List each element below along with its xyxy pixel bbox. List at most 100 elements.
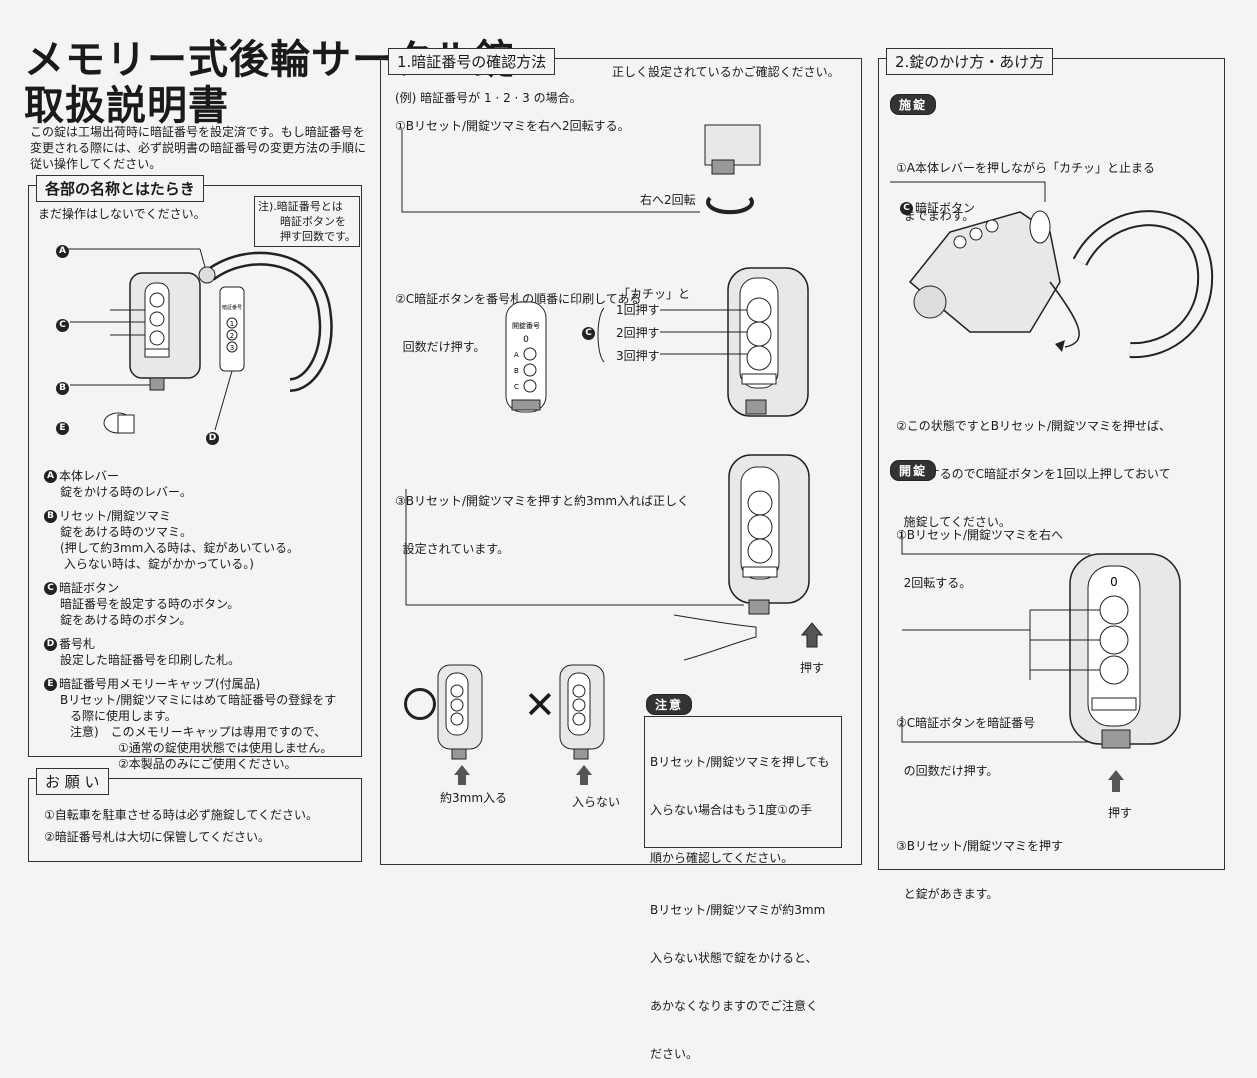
lock-step2-line: 開錠するのでC暗証ボタンを1回以上押しておいて	[896, 467, 1171, 481]
caution-line: ださい。	[650, 1047, 699, 1061]
note-line: 押す回数です。	[258, 230, 356, 243]
request-panel	[28, 778, 362, 862]
ok-caption: 約3mm入る	[440, 791, 508, 805]
step1-caption: 右へ2回転	[640, 193, 696, 207]
unlock-step1: ①Bリセット/開錠ツマミを右へ 2回転する。	[896, 495, 1063, 607]
request-line-2: ②暗証番号札は大切に保管してください。	[44, 830, 271, 844]
check-heading: 1.暗証番号の確認方法	[388, 48, 556, 75]
caution-box	[644, 716, 842, 848]
unlock-badge: 開錠	[890, 460, 937, 481]
part-desc: ①通常の錠使用状態では使用しません。	[70, 741, 333, 755]
push-label-step3: 押す	[800, 661, 825, 675]
step3-line: ③Bリセット/開錠ツマミを押すと約3mm入れば正しく	[395, 494, 690, 508]
check-example: (例) 暗証番号が 1 · 2 · 3 の場合。	[395, 91, 582, 105]
lock-heading: 2.錠のかけ方・あけ方	[886, 48, 1054, 75]
ok-mark	[404, 688, 436, 720]
tag-num: 1	[230, 320, 234, 328]
step2-line: ②C暗証ボタンを番号札の順番に印刷してある	[395, 292, 642, 306]
tag-num: 2	[230, 332, 234, 340]
part-name: リセット/開錠ツマミ	[59, 509, 172, 523]
unlock-step2-line: の回数だけ押す。	[896, 764, 999, 778]
step3-line: 設定されています。	[395, 542, 510, 556]
step1-diagram	[401, 124, 761, 215]
label-a: A	[56, 241, 71, 260]
pin-note-box: 注).暗証番号とは 暗証ボタンを 押す回数です。	[254, 196, 360, 247]
check-subtitle: 正しく設定されているかご確認ください。	[612, 65, 840, 79]
label-e: E	[56, 418, 71, 437]
unlock-step3: ③Bリセット/開錠ツマミを押す と錠があきます。	[896, 806, 1063, 918]
caution-line: あかなくなりますのでご注意く	[650, 999, 819, 1013]
body-zero: 0	[1110, 575, 1118, 589]
label-c-step2: C	[582, 323, 597, 342]
unlock-step3-line: と錠があきます。	[896, 887, 999, 901]
intro-line: 変更される際には、必ず説明書の暗証番号の変更方法の手順に	[30, 141, 367, 155]
check-step1: ①Bリセット/開錠ツマミを右へ2回転する。	[395, 119, 630, 133]
tag-a: A	[514, 351, 519, 359]
unlock-step1-line: ①Bリセット/開錠ツマミを右へ	[896, 528, 1064, 542]
part-desc: ②本製品のみにご使用ください。	[70, 757, 297, 771]
label-d: D	[206, 428, 221, 447]
part-desc: る際に使用します。	[70, 709, 177, 723]
press-3-label: 3回押す	[616, 349, 660, 363]
ng-caption: 入らない	[572, 795, 621, 809]
part-desc: 錠をあける時のボタン。	[60, 613, 192, 627]
tag-zero: 0	[523, 335, 529, 345]
parts-heading: 各部の名称とはたらき	[36, 175, 204, 202]
lock-step1: ①A本体レバーを押しながら「カチッ」と止まる までまわす。	[896, 128, 1155, 240]
caution-line: 入らない場合はもう1度①の手	[650, 803, 813, 817]
lock-badge: 施錠	[890, 94, 937, 115]
step2-diagram: 開錠番号 0 A B C	[505, 267, 809, 417]
part-name: 本体レバー	[59, 469, 120, 483]
push-label-unlock: 押す	[1108, 806, 1133, 820]
caution-text: Bリセット/開錠ツマミを押しても 入らない場合はもう1度①の手 順から確認してく…	[650, 722, 829, 1078]
caution-line: 入らない状態で錠をかけると、	[650, 951, 818, 965]
press-1-label: 1回押す	[616, 303, 660, 317]
step3-diagram	[405, 454, 824, 661]
lock-step1-line: までまわす。	[896, 209, 975, 223]
part-desc: 錠をあける時のツマミ。	[60, 525, 193, 539]
intro-text: この錠は工場出荷時に暗証番号を設定済です。もし暗証番号を 変更される際には、必ず…	[30, 124, 366, 172]
ng-mark: ✕	[524, 683, 556, 727]
label-b: B	[56, 378, 71, 397]
tag-title: 暗証番号	[222, 304, 242, 311]
part-name: 暗証番号用メモリーキャップ(付属品)	[59, 677, 261, 691]
caution-line: Bリセット/開錠ツマミを押しても	[650, 755, 830, 769]
part-desc: 錠をかける時のレバー。	[60, 485, 192, 499]
intro-line: 従い操作してください。	[30, 157, 162, 171]
caution-line: Bリセット/開錠ツマミが約3mm	[650, 903, 826, 917]
part-desc: 設定した暗証番号を印刷した札。	[60, 653, 241, 667]
part-desc: Bリセット/開錠ツマミにはめて暗証番号の登録をす	[60, 693, 337, 707]
lock-parts-diagram: 暗証番号 1 2 3	[68, 248, 333, 434]
unlock-step3-line: ③Bリセット/開錠ツマミを押す	[896, 839, 1064, 853]
step2-line: 回数だけ押す。	[395, 340, 486, 354]
check-panel	[380, 58, 862, 865]
request-heading: お 願 い	[36, 768, 109, 795]
unlock-diagram: 0	[901, 530, 1181, 792]
check-step2: ②C暗証ボタンを番号札の順番に印刷してある 回数だけ押す。	[395, 259, 641, 371]
parts-no-op-note: まだ操作はしないでください。	[38, 207, 206, 221]
lock-step2: ②この状態ですとBリセット/開錠ツマミを押せば、 開錠するのでC暗証ボタンを1回…	[896, 386, 1171, 546]
tag-num: 3	[230, 344, 234, 352]
note-line: 注).暗証番号とは	[258, 200, 343, 213]
check-step3: ③Bリセット/開錠ツマミを押すと約3mm入れば正しく 設定されています。	[395, 461, 689, 573]
unlock-step2: ②C暗証ボタンを暗証番号 の回数だけ押す。	[896, 683, 1035, 795]
lock-step2-line: ②この状態ですとBリセット/開錠ツマミを押せば、	[896, 419, 1172, 433]
part-desc: 暗証番号を設定する時のボタン。	[60, 597, 240, 611]
unlock-step2-line: ②C暗証ボタンを暗証番号	[896, 716, 1036, 730]
caution-line: 順から確認してください。	[650, 851, 794, 865]
part-desc: (押して約3mm入る時は、錠があいている。	[60, 541, 299, 555]
lock-diagram	[890, 181, 1214, 359]
ok-ng-diagram	[437, 664, 605, 785]
tag-b: B	[514, 367, 519, 375]
tag-title: 開錠番号	[512, 321, 540, 330]
intro-line: この錠は工場出荷時に暗証番号を設定済です。もし暗証番号を	[30, 125, 365, 139]
title-line2: 取扱説明書	[24, 83, 229, 129]
tag-c: C	[514, 383, 519, 391]
